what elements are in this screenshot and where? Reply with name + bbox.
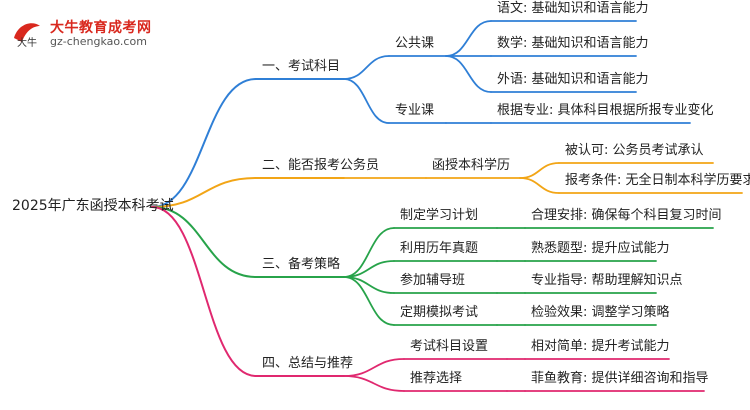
branch-connector-4 — [151, 206, 257, 377]
branch-connector-3 — [151, 206, 257, 278]
leaf-topic-3-1-1[interactable]: 合理安排: 确保每个科目复习时间 — [531, 208, 722, 223]
leaf-topic-1-1-3[interactable]: 外语: 基础知识和语言能力 — [497, 72, 649, 87]
branch-connector-1 — [151, 78, 257, 208]
leaf-topic-1-1-1[interactable]: 语文: 基础知识和语言能力 — [497, 1, 649, 16]
branch-1[interactable]: 一、考试科目 — [262, 59, 341, 74]
logo-mark-icon: 大牛 — [14, 23, 40, 49]
leaf-topic-2-1-2[interactable]: 报考条件: 无全日制本科学历要求 — [565, 173, 750, 188]
branch-2[interactable]: 二、能否报考公务员 — [262, 158, 380, 173]
sub-topic-4-2[interactable]: 推荐选择 — [410, 371, 463, 386]
leaf-topic-1-1-2[interactable]: 数学: 基础知识和语言能力 — [497, 36, 649, 51]
leaf-connector-1-1-3 — [445, 55, 492, 93]
sub-topic-3-1[interactable]: 制定学习计划 — [400, 208, 479, 223]
sub-topic-2-1[interactable]: 函授本科学历 — [432, 158, 511, 173]
leaf-topic-3-4-1[interactable]: 检验效果: 调整学习策略 — [531, 305, 670, 320]
logo-site: gz-chengkao.com — [50, 35, 147, 48]
branch-4[interactable]: 四、总结与推荐 — [262, 356, 354, 371]
leaf-topic-4-2-1[interactable]: 菲鱼教育: 提供详细咨询和指导 — [531, 371, 709, 386]
sub-topic-3-2[interactable]: 利用历年真题 — [400, 241, 479, 256]
sub-topic-3-3[interactable]: 参加辅导班 — [400, 273, 466, 288]
leaf-topic-3-3-1[interactable]: 专业指导: 帮助理解知识点 — [531, 273, 683, 288]
leaf-topic-4-1-1[interactable]: 相对简单: 提升考试能力 — [531, 339, 670, 354]
sub-topic-1-1[interactable]: 公共课 — [395, 36, 435, 51]
leaf-topic-3-2-1[interactable]: 熟悉题型: 提升应试能力 — [531, 241, 670, 256]
logo-name: 大牛教育成考网 — [50, 20, 152, 36]
root-topic: 2025年广东函授本科考试 — [12, 198, 174, 214]
sub-connector-1-2 — [343, 78, 390, 124]
sub-connector-3-1 — [343, 227, 395, 278]
leaf-topic-1-2-1[interactable]: 根据专业: 具体科目根据所报专业变化 — [497, 103, 714, 118]
branch-3[interactable]: 三、备考策略 — [262, 257, 341, 272]
sub-topic-3-4[interactable]: 定期模拟考试 — [400, 305, 479, 320]
leaf-topic-2-1-1[interactable]: 被认可: 公务员考试承认 — [565, 143, 704, 158]
site-logo[interactable]: 大牛 大牛教育成考网 gz-chengkao.com — [10, 16, 180, 50]
leaf-connector-2-1-1 — [519, 162, 560, 179]
sub-connector-4-2 — [343, 375, 405, 392]
leaf-connector-1-1-1 — [445, 20, 492, 57]
logo-mark-text: 大牛 — [17, 36, 37, 49]
leaf-connector-2-1-2 — [519, 177, 560, 194]
sub-topic-4-1[interactable]: 考试科目设置 — [410, 339, 489, 354]
branch-connector-2 — [151, 177, 257, 208]
sub-topic-1-2[interactable]: 专业课 — [395, 103, 435, 118]
sub-connector-1-1 — [343, 55, 390, 80]
sub-connector-3-4 — [343, 276, 395, 326]
